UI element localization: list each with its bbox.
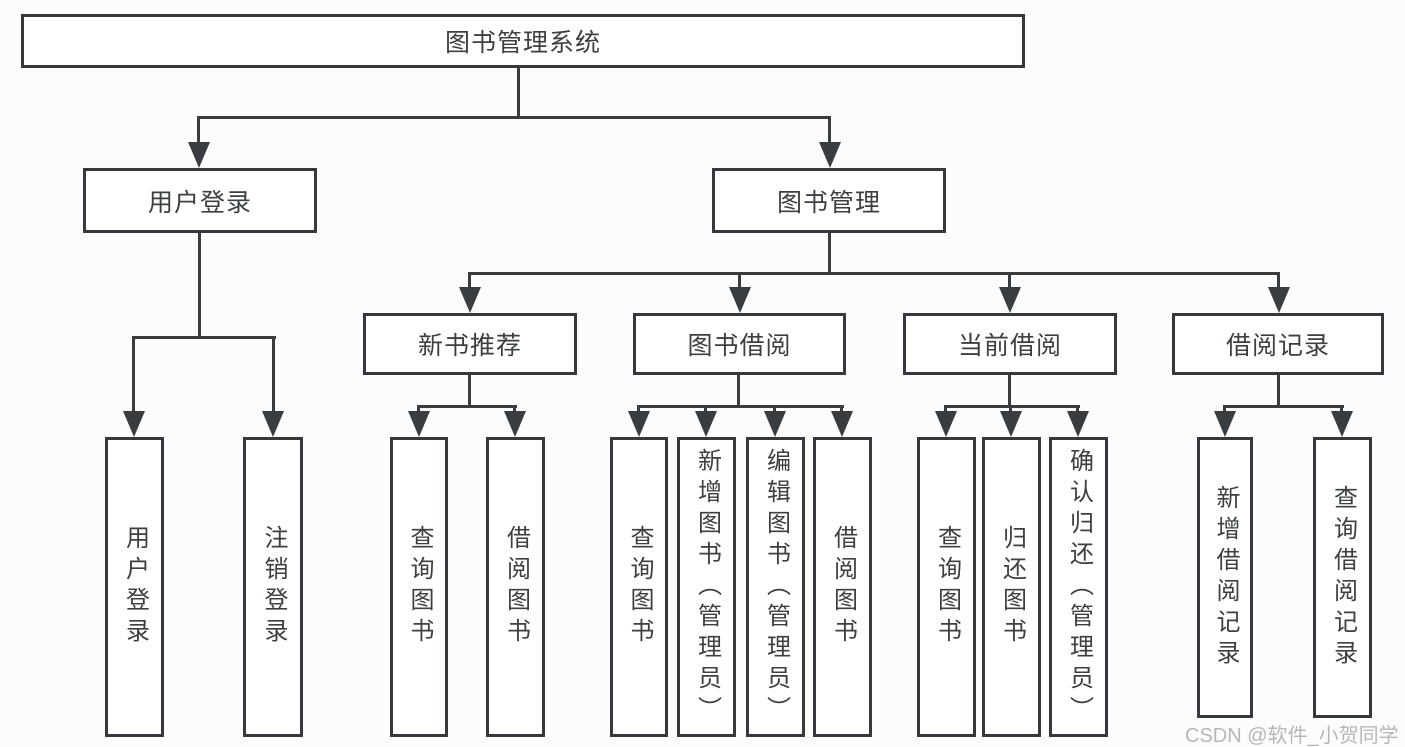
leaf-logout: 注销登录: [243, 437, 303, 737]
connector-current-stem: [1008, 375, 1011, 408]
arrowhead-logout-leaf: [262, 411, 284, 437]
leaf-query-borrow-record: 查询借阅记录: [1313, 437, 1372, 718]
leaf-query-book-borrowing: 查询图书: [610, 437, 668, 737]
node-new-book-recommend: 新书推荐: [363, 313, 577, 375]
connector-arm-login-leaf: [132, 336, 135, 414]
arrowhead-new-book: [459, 287, 481, 313]
arrowhead-rec-add: [1214, 411, 1236, 437]
connector-arm-bb-add: [704, 405, 707, 415]
connector-arm-bb-borrow: [840, 405, 843, 415]
leaf-add-borrow-record: 新增借阅记录: [1197, 437, 1253, 718]
leaf-query-book-recommend: 查询图书: [390, 437, 448, 737]
node-borrowing-records: 借阅记录: [1172, 313, 1384, 375]
arrowhead-cb-confirm: [1067, 411, 1089, 437]
connector-book-borrow-stem: [737, 375, 740, 408]
leaf-query-book-current: 查询图书: [917, 437, 976, 737]
arrowhead-cb-return: [1000, 411, 1022, 437]
connector-new-book-stem: [468, 375, 471, 408]
arrowhead-bb-borrow: [831, 411, 853, 437]
arrowhead-current-borrow: [999, 287, 1021, 313]
arrowhead-book-borrow: [729, 287, 751, 313]
leaf-borrow-book-recommend: 借阅图书: [486, 437, 545, 737]
leaf-borrow-book: 借阅图书: [813, 437, 872, 737]
connector-arm-book-mgmt: [828, 116, 831, 144]
connector-arm-cb-query: [944, 405, 947, 415]
connector-root-split: [197, 116, 831, 119]
arrowhead-book-mgmt: [819, 142, 841, 168]
connector-arm-cb-confirm: [1076, 405, 1079, 415]
node-library-system: 图书管理系统: [21, 14, 1025, 68]
connector-records-split: [1223, 405, 1344, 408]
connector-book-borrow-split: [637, 405, 844, 408]
arrowhead-bb-add: [695, 411, 717, 437]
arrowhead-bb-query: [628, 411, 650, 437]
watermark: CSDN @软件_小贺同学: [1185, 725, 1399, 747]
connector-arm-rec-query: [1340, 405, 1343, 415]
connector-book-mgmt-split: [468, 272, 1280, 275]
connector-arm-logout-leaf: [272, 336, 275, 414]
arrowhead-rec-query: [1331, 411, 1353, 437]
leaf-add-book-admin: 新增图书（管理员）: [677, 437, 736, 737]
leaf-edit-book-admin: 编辑图书（管理员）: [746, 437, 805, 737]
connector-root-stem: [517, 68, 520, 118]
connector-user-login-stem: [198, 233, 201, 339]
connector-arm-new-book: [468, 272, 471, 290]
node-current-borrowing: 当前借阅: [903, 313, 1117, 375]
connector-user-login-split: [132, 336, 276, 339]
connector-arm-borrow-records: [1277, 272, 1280, 290]
leaf-return-book: 归还图书: [982, 437, 1041, 737]
node-book-management: 图书管理: [712, 168, 946, 233]
arrowhead-cb-query: [935, 411, 957, 437]
connector-arm-cb-return: [1009, 405, 1012, 415]
connector-arm-nb-query: [417, 405, 420, 415]
connector-arm-rec-add: [1223, 405, 1226, 415]
connector-book-mgmt-stem: [828, 233, 831, 275]
arrowhead-bb-edit: [764, 411, 786, 437]
arrowhead-borrow-records: [1268, 287, 1290, 313]
connector-new-book-split: [417, 405, 517, 408]
connector-arm-book-borrow: [738, 272, 741, 290]
connector-arm-current-borrow: [1008, 272, 1011, 290]
connector-arm-bb-edit: [773, 405, 776, 415]
connector-arm-nb-borrow: [513, 405, 516, 415]
node-user-login: 用户登录: [83, 168, 317, 233]
arrowhead-nb-borrow: [504, 411, 526, 437]
leaf-confirm-return-admin: 确认归还（管理员）: [1049, 437, 1108, 737]
connector-arm-bb-query: [637, 405, 640, 415]
arrowhead-login-leaf: [123, 411, 145, 437]
connector-records-stem: [1277, 375, 1280, 408]
arrowhead-user-login: [188, 142, 210, 168]
node-book-borrowing: 图书借阅: [633, 313, 846, 375]
arrowhead-nb-query: [408, 411, 430, 437]
connector-arm-user-login: [197, 116, 200, 144]
connector-current-split: [944, 405, 1080, 408]
leaf-user-login: 用户登录: [105, 437, 164, 737]
